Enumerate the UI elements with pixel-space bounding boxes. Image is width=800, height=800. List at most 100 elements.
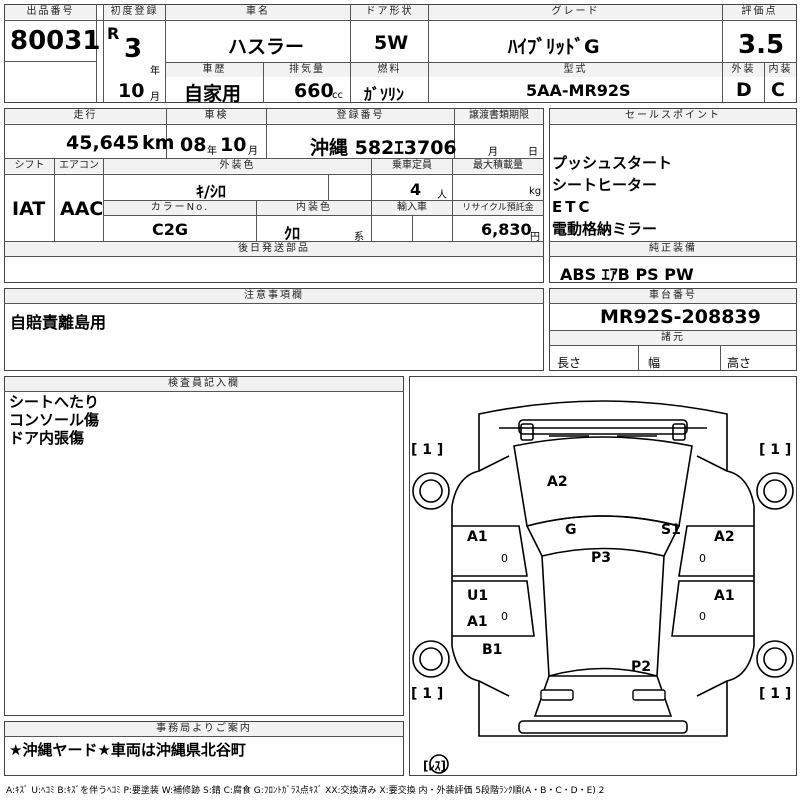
- damage-mark: A1: [467, 529, 488, 545]
- later-parts-header: 後日発送部品: [5, 242, 543, 256]
- damage-diagram-frame: [409, 376, 797, 776]
- door-zero: 0: [699, 552, 706, 565]
- door-zero: 0: [699, 610, 706, 623]
- damage-mark: U1: [467, 588, 488, 604]
- recycle-unit: 円: [530, 232, 540, 243]
- interior-color-unit: 系: [354, 232, 364, 243]
- office-notice-frame: [4, 721, 404, 776]
- model-code: 5AA-MR92S: [526, 81, 631, 100]
- inspector-notes: シートへたり コンソール傷 ドア内張傷: [9, 393, 99, 447]
- color-number: C2G: [152, 220, 189, 239]
- interior-header: 内装: [765, 63, 796, 77]
- notes-text: 自賠責離島用: [10, 313, 107, 332]
- displacement-header: 排気量: [264, 63, 350, 77]
- transfer-day-unit: 日: [528, 147, 538, 158]
- max-load-header: 最大積載量: [453, 159, 543, 173]
- length-label: 長さ: [557, 356, 582, 370]
- inspector-note: コンソール傷: [9, 411, 100, 429]
- door-header: ドア形状: [351, 5, 428, 19]
- damage-mark: B1: [482, 642, 502, 658]
- transfer-deadline-header: 譲渡書類期限: [455, 109, 543, 123]
- model-header: 型式: [429, 63, 722, 77]
- tire-label-front-left: [ 1 ]: [411, 442, 443, 458]
- recycle-fee: 6,830: [481, 220, 532, 239]
- specs-header: 諸元: [550, 331, 796, 345]
- car-damage-diagram: A2 G A1 S1 A2 P3 U1 A1 A1 B1 P2 [ 1 ] [ …: [411, 400, 794, 774]
- fuel-header: 燃料: [351, 63, 428, 77]
- capacity-unit: 人: [437, 190, 447, 201]
- recycle-header: リサイクル預託金: [453, 201, 543, 215]
- damage-mark: P3: [591, 550, 611, 566]
- damage-mark: A1: [714, 588, 735, 604]
- header-frame: [4, 4, 797, 103]
- damage-mark: A2: [714, 529, 735, 545]
- tire-label-rear-left: [ 1 ]: [411, 686, 443, 702]
- color-number-header: カラーNo.: [104, 201, 256, 215]
- grade: ﾊｲﾌﾞﾘｯﾄﾞG: [508, 36, 600, 58]
- shift-type: IAT: [12, 198, 46, 220]
- inspection-year-unit: 年: [207, 146, 217, 157]
- inspection-header: 車検: [167, 109, 266, 123]
- sales-point: プッシュスタート: [552, 154, 673, 172]
- exterior-color-header: 外装色: [104, 159, 371, 173]
- damage-code-legend: A:ｷｽﾞ U:ﾍｺﾐ B:ｷｽﾞを伴うﾍｺﾐ P:要塗装 W:補修跡 S:錆 …: [6, 786, 605, 796]
- exterior-color: ｷ/ｼﾛ: [196, 182, 226, 201]
- door-type: 5W: [374, 32, 409, 54]
- damage-mark: A2: [547, 474, 568, 490]
- interior-grade: C: [771, 79, 785, 101]
- mileage: 45,645: [66, 132, 140, 154]
- door-zero: 0: [501, 552, 508, 565]
- shift-header: シフト: [5, 159, 54, 173]
- notes-frame: [4, 288, 544, 371]
- damage-mark: A1: [467, 614, 488, 630]
- sales-point: ETC: [552, 198, 593, 216]
- sales-points-header: セールスポイント: [550, 109, 796, 123]
- inspector-header: 検査員記入欄: [5, 377, 403, 391]
- office-notice-text: ★沖縄ヤード★車両は沖縄県北谷町: [9, 741, 246, 759]
- spare-tire-label: [ﾚｽ]: [423, 759, 446, 773]
- displacement-unit: cc: [332, 90, 343, 101]
- car-name: ハスラー: [228, 36, 305, 58]
- inspection-year: 08: [180, 134, 207, 156]
- registration-number-header: 登録番号: [267, 109, 454, 123]
- history-header: 車歴: [166, 63, 263, 77]
- chassis-number-header: 車台番号: [550, 289, 796, 303]
- inspector-note: シートへたり: [9, 393, 100, 411]
- month-unit: 月: [150, 92, 160, 103]
- chassis-frame: [549, 288, 797, 371]
- lot-number-header: 出品番号: [5, 5, 96, 19]
- tire-label-rear-right: [ 1 ]: [759, 686, 791, 702]
- import-header: 輸入車: [372, 201, 452, 215]
- sales-point: 電動格納ミラー: [552, 220, 658, 238]
- registration-number: 沖縄 582ｴ3706: [310, 137, 457, 159]
- first-registration-header: 初度登録: [104, 5, 165, 19]
- door-zero: 0: [501, 610, 508, 623]
- registration-year: 3: [124, 34, 143, 64]
- evaluation-score: 3.5: [738, 30, 785, 60]
- car-history: 自家用: [184, 83, 242, 105]
- exterior-grade: D: [736, 79, 752, 101]
- exterior-header: 外装: [723, 63, 764, 77]
- era-mark: R: [107, 24, 120, 43]
- max-load-unit: kg: [529, 186, 542, 197]
- displacement: 660: [294, 80, 334, 102]
- capacity-header: 乗車定員: [372, 159, 452, 173]
- interior-color: ｸﾛ: [284, 224, 301, 243]
- transfer-month-unit: 月: [488, 147, 498, 158]
- lot-number: 80031: [10, 26, 101, 56]
- chassis-number: MR92S-208839: [600, 306, 761, 328]
- office-notice-header: 事務局よりご案内: [5, 722, 403, 736]
- equipment-header: 純正装備: [550, 242, 796, 256]
- width-label: 幅: [648, 356, 661, 370]
- damage-mark: G: [565, 522, 577, 538]
- sales-points-list: プッシュスタート シートヒーター ETC 電動格納ミラー: [552, 152, 672, 240]
- mileage-unit: km: [142, 132, 175, 154]
- damage-mark: S1: [661, 522, 681, 538]
- car-name-header: 車名: [166, 5, 350, 19]
- inspector-note: ドア内張傷: [9, 429, 85, 447]
- mileage-header: 走行: [5, 109, 166, 123]
- vehicle-details-frame: [4, 108, 544, 283]
- aircon-header: エアコン: [55, 159, 103, 173]
- tire-label-front-right: [ 1 ]: [759, 442, 791, 458]
- year-unit: 年: [150, 66, 160, 77]
